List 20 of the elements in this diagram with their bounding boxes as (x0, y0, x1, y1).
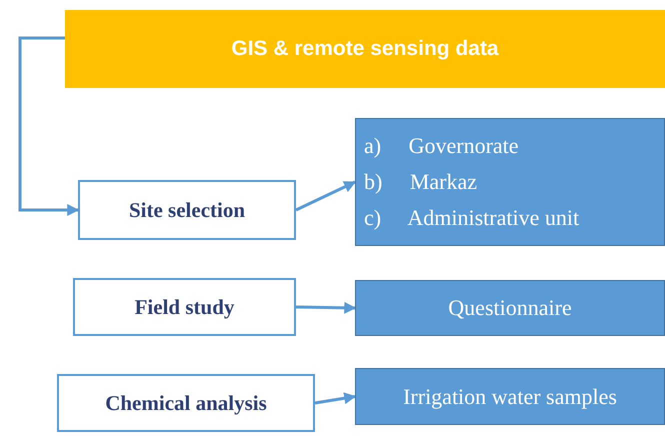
arrow (295, 180, 356, 212)
arrow (314, 392, 356, 404)
process-box (73, 278, 296, 336)
header-box (65, 10, 665, 88)
box-label: GIS & remote sensing data (231, 37, 499, 61)
output-box (355, 368, 665, 425)
process-box (57, 374, 315, 432)
arrow (18, 36, 80, 216)
output-box (355, 118, 665, 246)
box-label: Site selection (128, 198, 246, 222)
box-label: Questionnaire (448, 295, 572, 321)
arrow (296, 302, 356, 314)
box-label: Field study (134, 294, 234, 320)
list-item: b) Markaz (364, 168, 478, 196)
process-box (78, 180, 296, 240)
list-item: a) Governorate (364, 132, 519, 160)
box-label: Irrigation water samples (403, 384, 617, 410)
box-label: Chemical analysis (105, 390, 267, 416)
output-box (355, 280, 665, 336)
list-item: c) Administrative unit (364, 204, 580, 232)
